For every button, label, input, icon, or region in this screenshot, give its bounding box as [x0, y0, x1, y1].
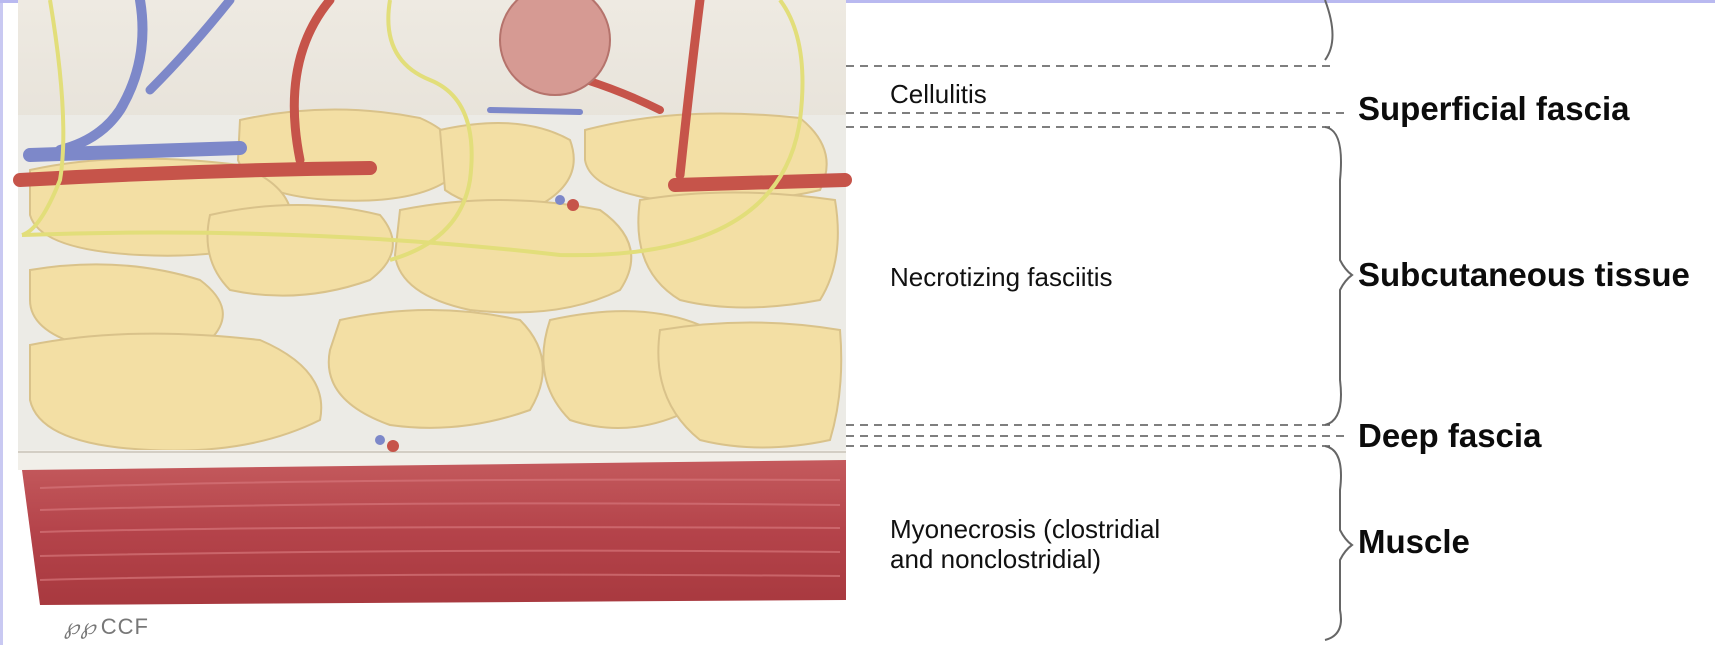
artist-signature: ℘℘ [64, 615, 97, 640]
muscle-layer [22, 460, 846, 605]
subcutaneous-tissue-label: Subcutaneous tissue [1358, 256, 1690, 294]
credit-text: CCF [101, 614, 149, 639]
dashed-leaders [846, 66, 1345, 446]
myonecrosis-label-line1: Myonecrosis (clostridial [890, 514, 1160, 544]
superficial-fascia-label: Superficial fascia [1358, 90, 1629, 128]
curly-braces [1325, 0, 1352, 640]
muscle-label: Muscle [1358, 523, 1470, 561]
illustrator-credit: ℘℘CCF [64, 614, 149, 640]
fat-lobules [30, 109, 841, 450]
cellulitis-label: Cellulitis [890, 79, 987, 109]
deep-fascia-label: Deep fascia [1358, 417, 1541, 455]
necrotizing-fasciitis-label: Necrotizing fasciitis [890, 262, 1113, 292]
myonecrosis-label-line2: and nonclostridial) [890, 544, 1101, 574]
